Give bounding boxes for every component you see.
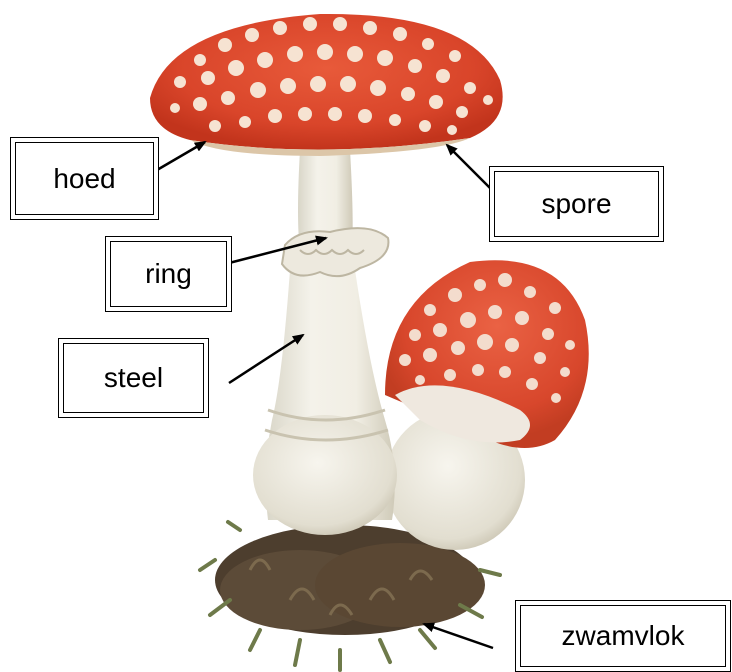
label-steel-text: steel [63, 343, 204, 413]
label-spore-text: spore [494, 171, 659, 237]
arrow-spore [447, 145, 492, 190]
label-zwamvlok-text: zwamvlok [520, 605, 726, 667]
young-mushroom [385, 260, 589, 550]
arrow-hoed [157, 142, 205, 170]
main-stem [253, 150, 397, 535]
label-hoed: hoed [10, 137, 159, 220]
label-spore: spore [489, 166, 664, 242]
label-ring-text: ring [110, 241, 227, 307]
label-ring: ring [105, 236, 232, 312]
ring-skirt [282, 228, 388, 276]
label-hoed-text: hoed [15, 142, 154, 215]
label-steel: steel [58, 338, 209, 418]
main-cap [150, 14, 503, 156]
label-zwamvlok: zwamvlok [515, 600, 731, 672]
